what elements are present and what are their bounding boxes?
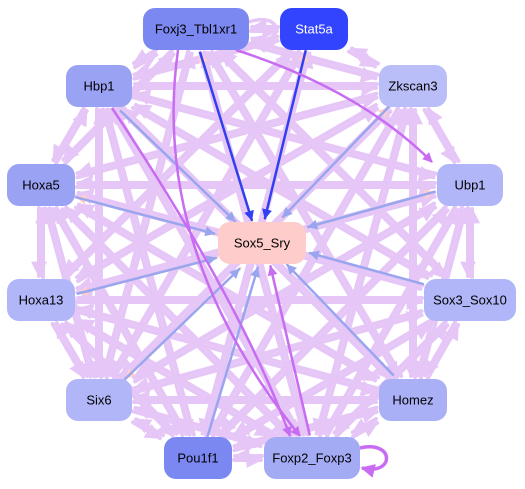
edge-sox3-sox5 [308, 250, 425, 286]
node-foxp2[interactable]: Foxp2_Foxp3 [264, 437, 360, 479]
node-hoxa13[interactable]: Hoxa13 [7, 279, 75, 321]
edge-foxj3-ubp1 [235, 48, 433, 163]
node-sox5[interactable]: Sox5_Sry [218, 222, 306, 264]
edge-homez-sox5 [285, 263, 395, 377]
node-label-sox5: Sox5_Sry [234, 236, 291, 251]
edge-zkscan3-hoxa13 [75, 102, 379, 279]
edge-foxj3-self [248, 18, 278, 49]
edge-ubp1-six6 [131, 201, 436, 380]
edge-foxj3-foxp2 [172, 49, 301, 437]
node-label-homez: Homez [392, 393, 433, 408]
node-zkscan3[interactable]: Zkscan3 [379, 65, 447, 107]
edge-zkscan3-ubp1 [422, 107, 457, 164]
node-homez[interactable]: Homez [379, 379, 447, 421]
node-box-homez[interactable] [379, 379, 447, 421]
node-label-hoxa13: Hoxa13 [19, 293, 64, 308]
edge-zkscan3-pou1f1 [208, 105, 400, 435]
node-box-sox3[interactable] [424, 279, 516, 321]
node-label-hbp1: Hbp1 [83, 79, 114, 94]
node-box-pou1f1[interactable] [164, 437, 232, 479]
edge-pou1f1-six6 [134, 417, 166, 438]
node-label-hoxa5: Hoxa5 [22, 178, 60, 193]
node-label-sox3: Sox3_Sox10 [433, 293, 507, 308]
node-ubp1[interactable]: Ubp1 [437, 164, 503, 206]
node-label-foxp2: Foxp2_Foxp3 [272, 451, 352, 466]
node-label-six6: Six6 [86, 393, 111, 408]
edge-sox3-six6 [132, 309, 424, 393]
edge-ubp1-zkscan3 [426, 107, 461, 164]
edge-homez-hoxa13 [76, 304, 380, 391]
node-foxj3[interactable]: Foxj3_Tbl1xr1 [143, 8, 249, 50]
edge-foxp2-hbp1 [112, 107, 303, 437]
edge-six6-sox3 [132, 311, 424, 395]
edge-hoxa5-sox5 [74, 196, 216, 237]
edge-zkscan3-sox5 [281, 105, 390, 219]
node-label-pou1f1: Pou1f1 [177, 451, 218, 466]
node-box-foxp2[interactable] [264, 437, 360, 479]
node-label-zkscan3: Zkscan3 [388, 79, 437, 94]
node-box-hbp1[interactable] [66, 65, 132, 107]
edge-foxj3-sox5 [198, 51, 254, 222]
edge-sox3-hbp1 [133, 103, 434, 278]
edge-hbp1-sox3 [131, 105, 430, 280]
edge-homez-sox3 [425, 322, 461, 380]
edge-sox3-pou1f1 [231, 319, 432, 437]
edge-foxp2-homez [351, 420, 379, 439]
edge-foxp2-hoxa5 [64, 205, 293, 436]
node-hbp1[interactable]: Hbp1 [66, 65, 132, 107]
edge-hoxa13-sox5 [76, 255, 217, 295]
node-label-ubp1: Ubp1 [454, 178, 485, 193]
node-box-stat5a[interactable] [280, 8, 348, 50]
edge-pou1f1-zkscan3 [211, 109, 403, 439]
edge-homez-hoxa5 [77, 202, 381, 380]
edge-homez-foxj3 [209, 49, 404, 378]
node-sox3[interactable]: Sox3_Sox10 [424, 279, 516, 321]
node-label-stat5a: Stat5a [295, 22, 333, 37]
edge-foxp2-self [359, 445, 389, 478]
node-box-hoxa5[interactable] [7, 164, 75, 206]
node-box-sox5[interactable] [218, 222, 306, 264]
edge-ubp1-sox5 [306, 190, 436, 230]
node-stat5a[interactable]: Stat5a [280, 8, 348, 50]
edge-hbp1-foxp2 [110, 107, 292, 437]
node-box-hoxa13[interactable] [7, 279, 75, 321]
edge-stat5a-sox5 [262, 50, 307, 220]
node-box-ubp1[interactable] [437, 164, 503, 206]
node-box-six6[interactable] [66, 379, 132, 421]
node-label-foxj3: Foxj3_Tbl1xr1 [155, 22, 237, 37]
node-hoxa5[interactable]: Hoxa5 [7, 164, 75, 206]
edge-homez-pou1f1 [232, 405, 379, 451]
node-box-foxj3[interactable] [143, 8, 249, 50]
node-six6[interactable]: Six6 [66, 379, 132, 421]
edge-six6-hoxa13 [54, 320, 90, 378]
edge-layer [31, 18, 480, 478]
edge-hoxa13-homez [74, 309, 378, 396]
edge-hoxa5-hbp1 [54, 109, 89, 166]
edge-zkscan3-hoxa5 [75, 91, 379, 178]
edge-zkscan3-stat5a [349, 46, 380, 66]
edge-pou1f1-sox5 [206, 266, 260, 438]
node-box-zkscan3[interactable] [379, 65, 447, 107]
edge-foxp2-sox5 [267, 265, 311, 436]
edge-six6-ubp1 [133, 205, 438, 384]
edge-pou1f1-sox3 [233, 323, 432, 441]
node-pou1f1[interactable]: Pou1f1 [164, 437, 232, 479]
edge-hoxa13-zkscan3 [75, 107, 379, 284]
